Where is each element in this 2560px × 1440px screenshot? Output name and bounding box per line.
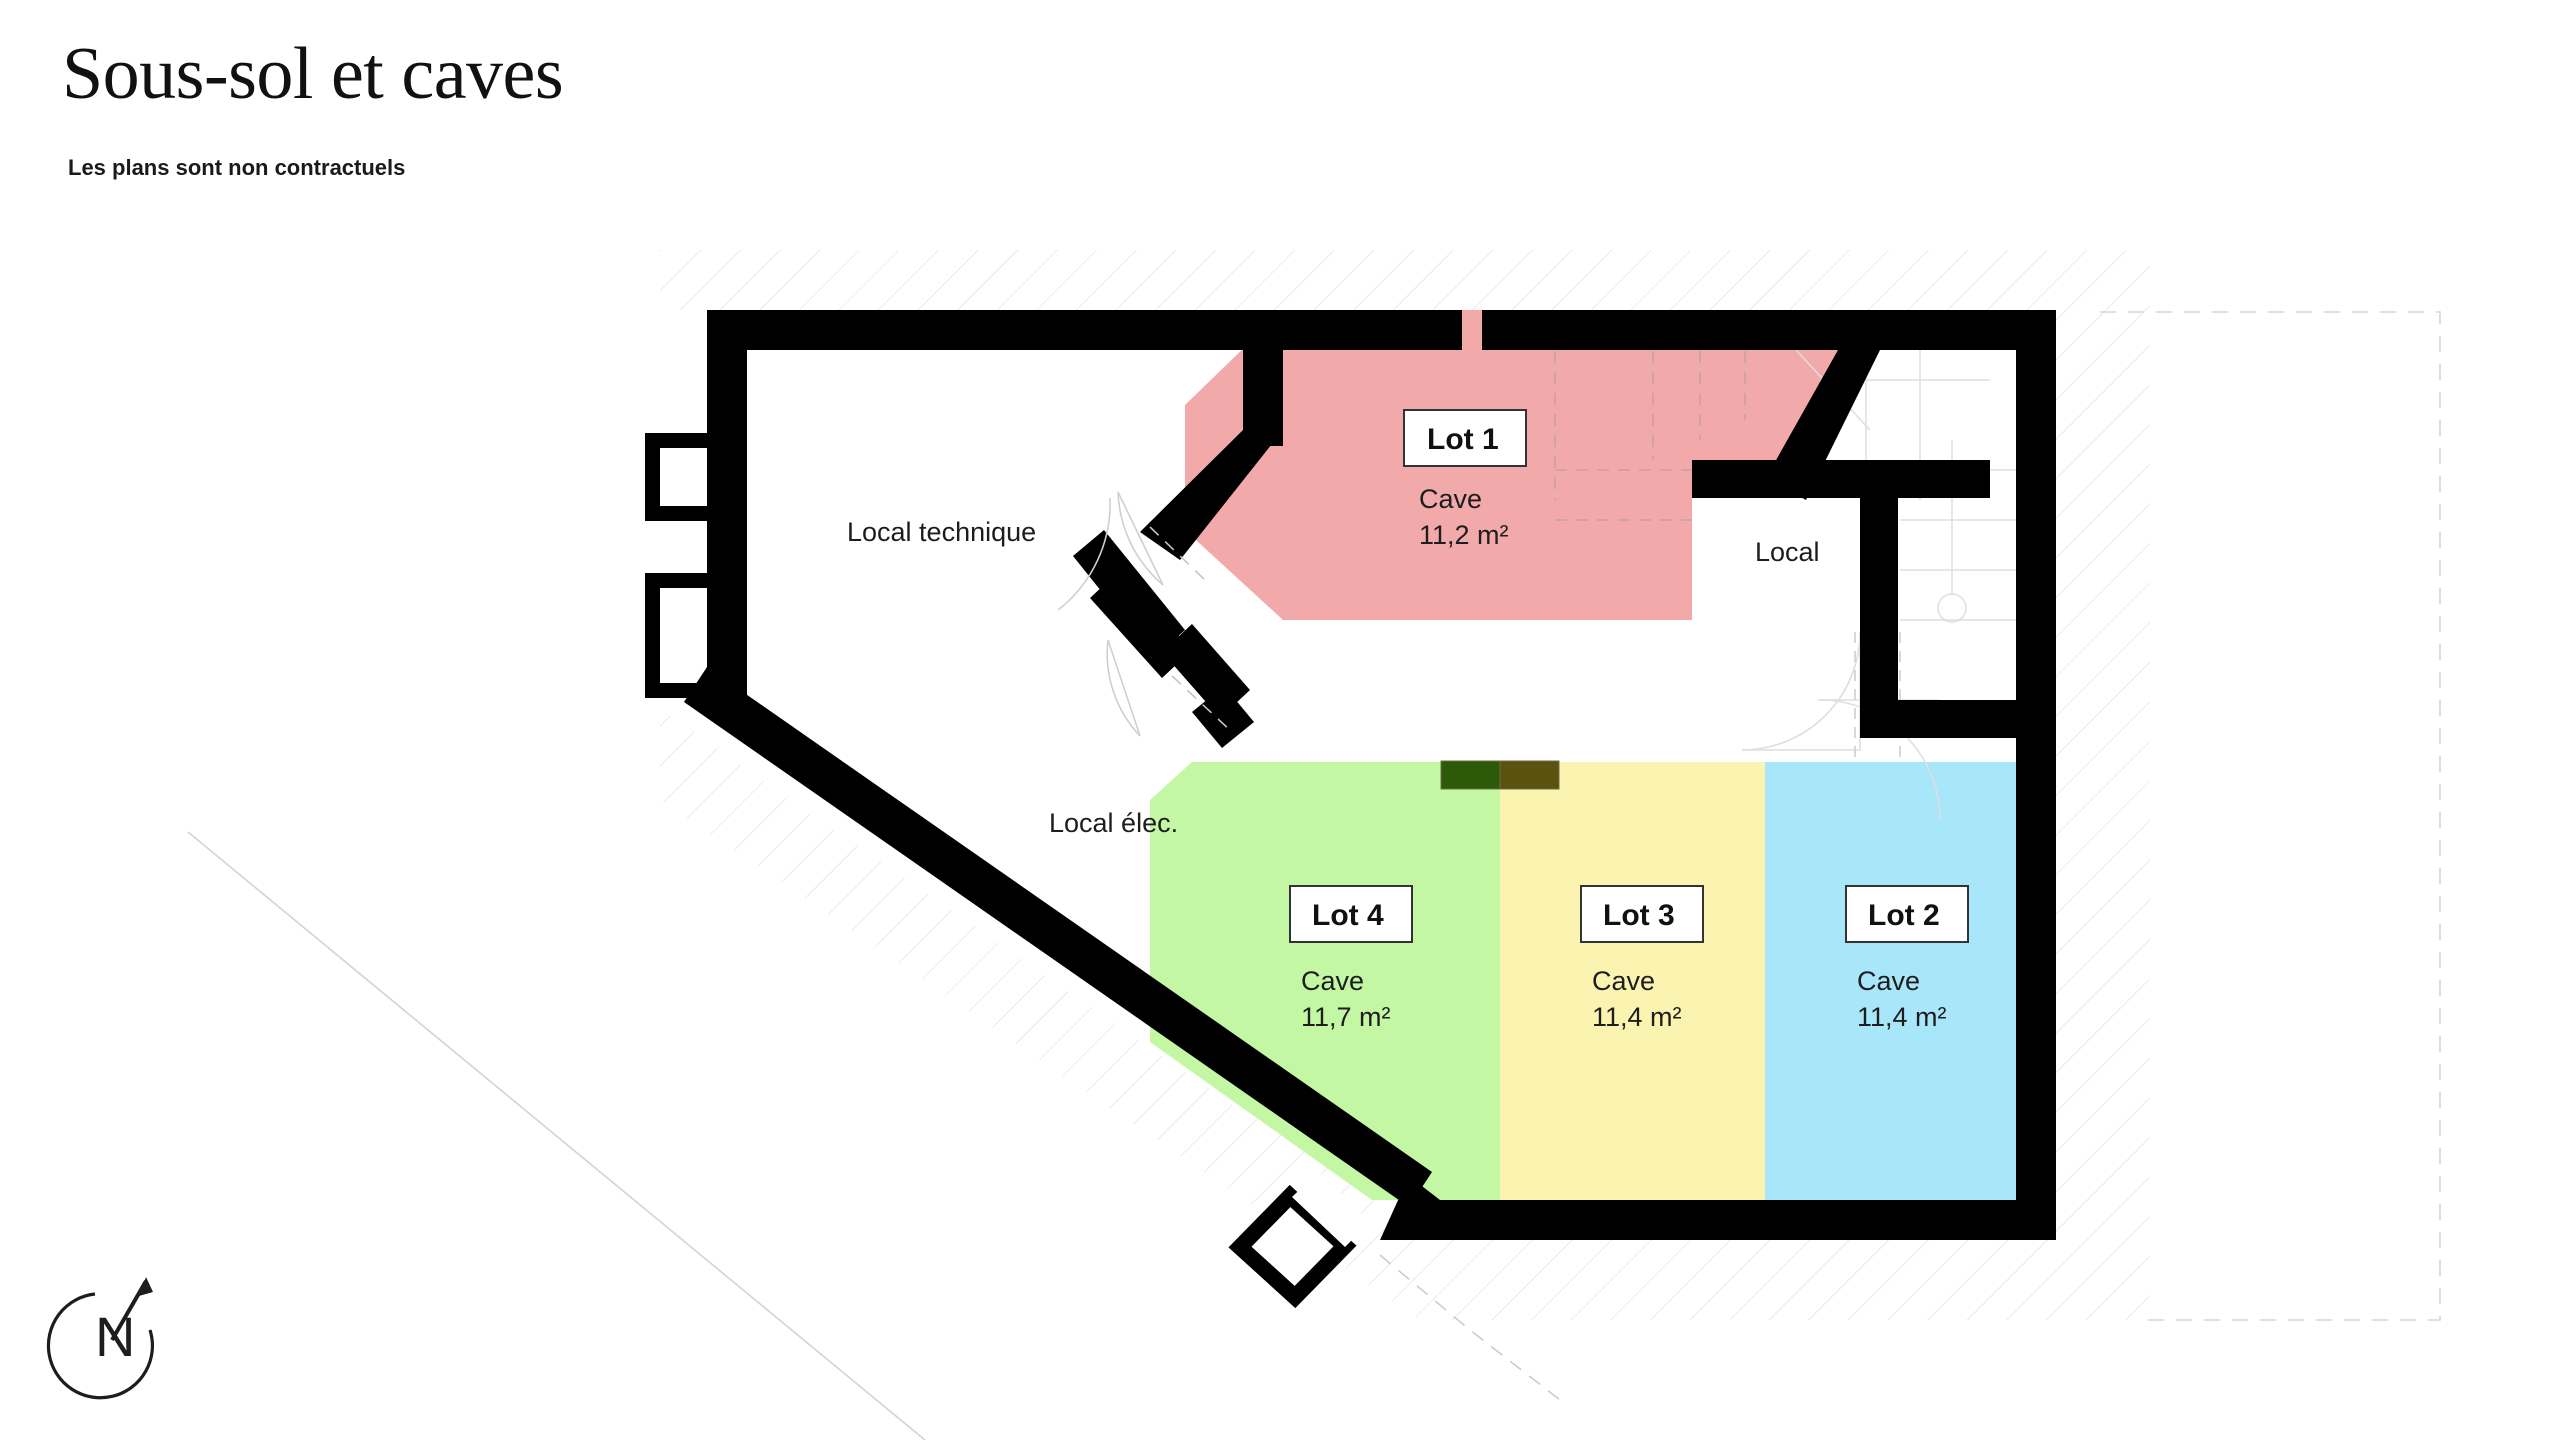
room-label-local: Local <box>1755 537 1820 567</box>
page-subtitle: Les plans sont non contractuels <box>68 155 406 180</box>
site-boundary-line <box>187 831 926 1440</box>
room-label-local-technique: Local technique <box>847 517 1036 547</box>
lot1-badge-label: Lot 1 <box>1427 423 1499 456</box>
lot4-badge-label: Lot 4 <box>1312 899 1384 932</box>
lot1-area[interactable] <box>1185 310 1880 620</box>
lot1-dashed-detail <box>1554 330 1746 521</box>
plot-outline-dashed <box>2100 311 2441 1321</box>
door-frame-dashed-right <box>1854 632 1901 760</box>
lot2-area-label: 11,4 m² <box>1857 1002 1947 1032</box>
lot1-room-label: Cave <box>1419 484 1482 514</box>
compass-north-label: N <box>95 1305 135 1368</box>
page-title: Sous-sol et caves <box>62 33 564 115</box>
lot2-room-label: Cave <box>1857 966 1920 996</box>
lot3-badge-box <box>1580 885 1704 943</box>
lot2-area[interactable] <box>1765 762 2027 1200</box>
lot2-badge-box <box>1845 885 1969 943</box>
swatch-olive-marker <box>1499 760 1560 790</box>
room-label-local-elec: Local élec. <box>1049 808 1178 838</box>
swatch-green-marker <box>1440 760 1501 790</box>
compass-circle <box>46 1292 154 1400</box>
interior-walls <box>1073 350 2020 748</box>
site-boundary-dashed <box>1379 1254 1561 1401</box>
lot3-area[interactable] <box>1500 762 1765 1200</box>
lot1-label-group[interactable]: Lot 1 Cave 11,2 m² <box>1403 409 1527 550</box>
lot3-label-group[interactable]: Lot 3 Cave 11,4 m² <box>1580 885 1704 1032</box>
compass-rose: N <box>46 1277 154 1400</box>
entrance-vestibule <box>1228 1172 1370 1309</box>
lot4-area[interactable] <box>1150 762 1500 1200</box>
door-thresholds <box>1149 526 1233 733</box>
lot4-badge-box <box>1289 885 1413 943</box>
lot3-badge-label: Lot 3 <box>1603 899 1675 932</box>
lot2-label-group[interactable]: Lot 2 Cave 11,4 m² <box>1845 885 1969 1032</box>
wall-niches <box>645 433 747 698</box>
lot4-area-label: 11,7 m² <box>1301 1002 1391 1032</box>
lot3-room-label: Cave <box>1592 966 1655 996</box>
exterior-walls <box>684 310 2056 1240</box>
lot3-area-label: 11,4 m² <box>1592 1002 1682 1032</box>
lot2-badge-label: Lot 2 <box>1868 899 1940 932</box>
lot1-badge-box <box>1403 409 1527 467</box>
compass-arrowhead <box>139 1277 153 1296</box>
lot1-area-label: 11,2 m² <box>1419 520 1509 550</box>
lot4-label-group[interactable]: Lot 4 Cave 11,7 m² <box>1289 885 1413 1032</box>
compass-needle <box>110 1280 148 1341</box>
lot4-room-label: Cave <box>1301 966 1364 996</box>
door-swings <box>1057 491 1164 737</box>
